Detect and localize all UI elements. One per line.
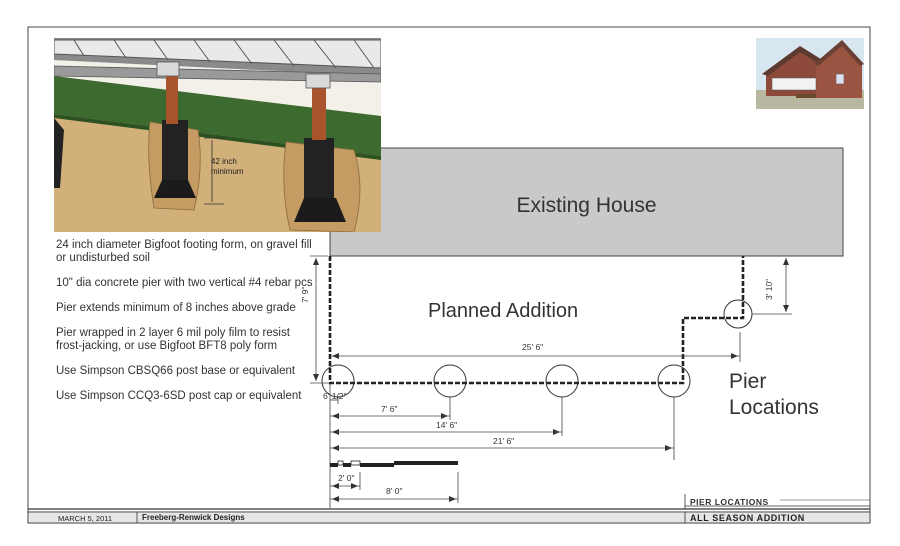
note-footing: 24 inch diameter Bigfoot footing form, o… [56, 239, 312, 264]
existing-house-label: Existing House [516, 194, 657, 217]
note-poly-wrap: Pier wrapped in 2 layer 6 mil poly film … [56, 327, 290, 352]
pier-locations-line-2: Locations [729, 396, 819, 419]
frost-depth-line-1: 42 inch [211, 157, 237, 166]
pier-2 [433, 364, 467, 398]
dim-pier-2: 7' 6" [381, 404, 398, 414]
dimension-arrows [313, 258, 789, 502]
dim-pier-4: 21' 6" [493, 436, 515, 446]
drawing-title: PIER LOCATIONS [690, 497, 769, 507]
pier-4 [657, 364, 691, 398]
house-thumbnail [756, 38, 864, 109]
dim-pier-3: 14' 6" [436, 420, 458, 430]
scale-bar [330, 460, 458, 467]
frost-depth-line-2: minimum [211, 167, 244, 176]
dim-overall-width: 25' 6" [522, 342, 544, 352]
title-block-project: ALL SEASON ADDITION [690, 513, 805, 523]
construction-notes: 24 inch diameter Bigfoot footing form, o… [56, 239, 316, 415]
dim-scale-8: 8' 0" [386, 486, 403, 496]
pier-locations-label: Pier Locations [729, 369, 819, 421]
planned-addition-label: Planned Addition [428, 300, 579, 322]
frost-depth-marker [204, 137, 224, 205]
dim-addition-depth: 7' 9" [300, 286, 310, 303]
pier-detail-illustration [54, 38, 381, 232]
dim-scale-2: 2' 0" [338, 473, 355, 483]
pier-5 [723, 299, 753, 329]
dim-pier-offset: 6' 1/2" [323, 391, 347, 401]
existing-house [329, 147, 844, 257]
frost-depth-label: 42 inch minimum [211, 157, 243, 177]
note-concrete-pier: 10" dia concrete pier with two vertical … [56, 277, 313, 289]
title-block-date: MARCH 5, 2011 [58, 514, 113, 523]
pier-locations-line-1: Pier [729, 370, 767, 393]
pier-3 [545, 364, 579, 398]
note-pier-height: Pier extends minimum of 8 inches above g… [56, 302, 296, 314]
note-post-cap: Use Simpson CCQ3-6SD post cap or equival… [56, 390, 302, 402]
deck-joists [54, 39, 381, 69]
title-block-firm: Freeberg-Renwick Designs [142, 513, 245, 522]
dim-offset-right: 3' 10" [764, 278, 774, 300]
title-block [27, 511, 871, 524]
note-post-base: Use Simpson CBSQ66 post base or equivale… [56, 365, 296, 377]
addition-outline [328, 256, 745, 385]
